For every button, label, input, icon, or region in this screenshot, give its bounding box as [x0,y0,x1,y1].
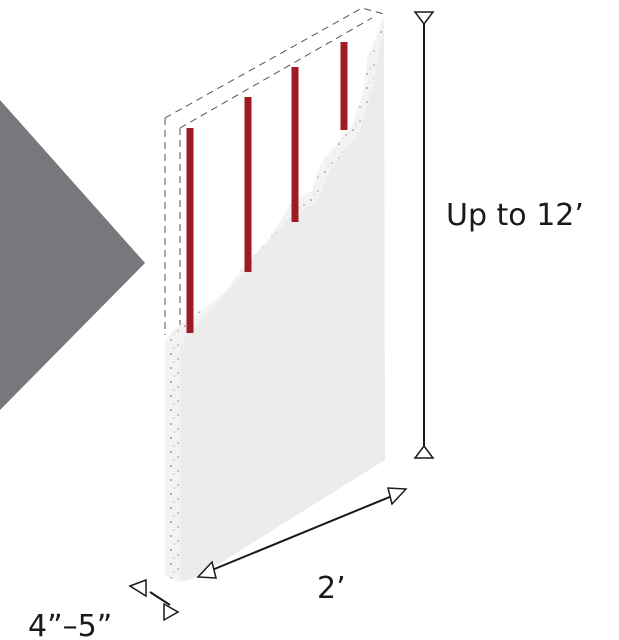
height-dimension [413,11,435,459]
dimension-triangle-marker [413,11,435,26]
width-label: 2’ [317,571,346,606]
panel-face [180,14,385,582]
thickness-dimension [128,578,180,622]
dimension-triangle-marker [413,444,435,459]
height-label: Up to 12’ [446,198,584,233]
thickness-label: 4”–5” [28,609,112,640]
diamond-arrow [0,100,145,410]
dimension-triangle-marker [196,560,217,579]
dashed-outline [164,7,385,335]
width-dimension [196,487,408,579]
dimension-triangle-marker [163,602,180,622]
dimension-triangle-marker [387,487,408,506]
rebar-group [186,42,348,333]
dimension-triangle-marker [128,578,147,598]
